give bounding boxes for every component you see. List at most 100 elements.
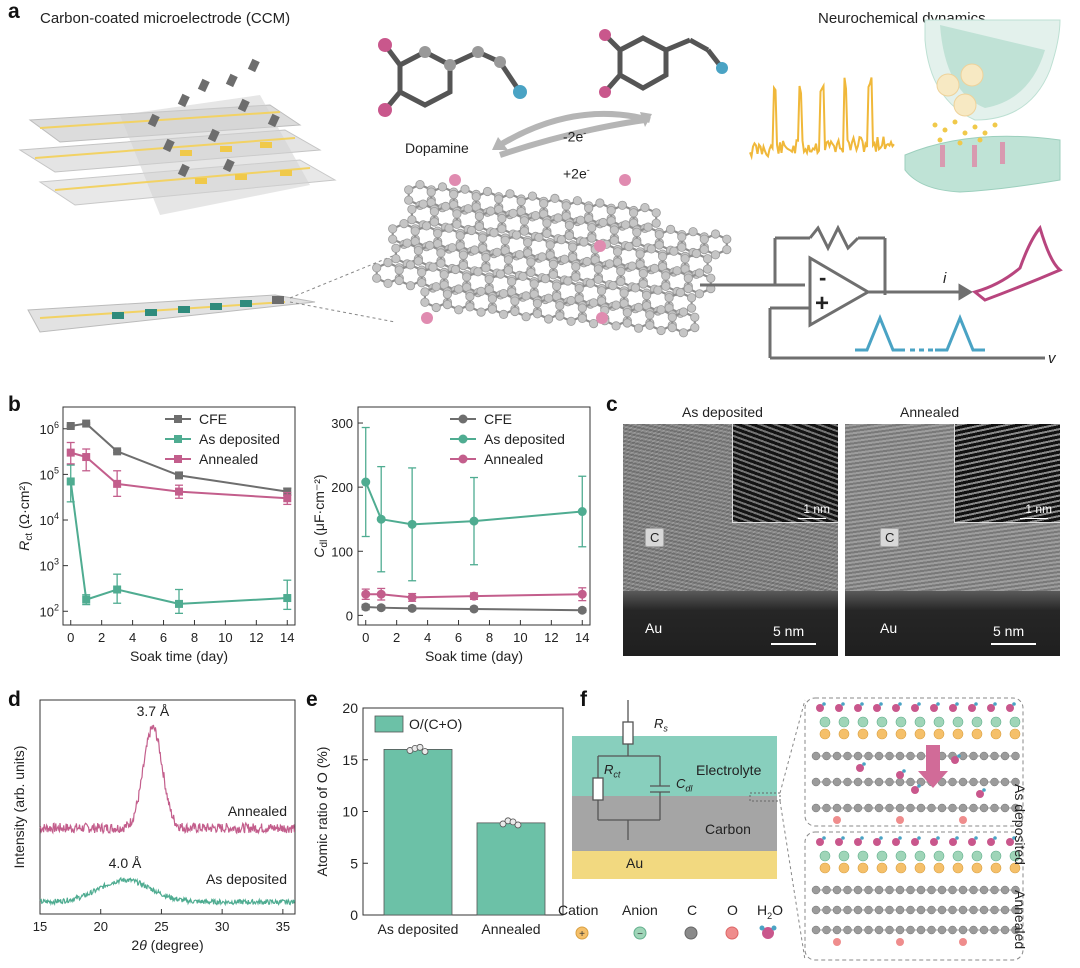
carbon-atom <box>540 274 551 284</box>
data-point <box>376 589 386 599</box>
carbon-atom <box>969 905 978 915</box>
carbon-atom <box>843 905 852 915</box>
x-tick-label: 6 <box>455 630 462 645</box>
anion <box>990 850 1002 862</box>
water-molecule <box>987 838 995 846</box>
data-point <box>376 514 386 524</box>
carbon-atom <box>677 242 687 252</box>
carbon-atom <box>593 264 603 274</box>
carbon-atom <box>624 242 634 252</box>
carbon-atom <box>436 258 446 268</box>
carbon-atom <box>372 273 382 283</box>
carbon-atom <box>537 252 547 262</box>
carbon-atom <box>822 925 831 935</box>
carbon-atom <box>958 925 968 935</box>
x-tick-label: 2 <box>98 630 105 645</box>
carbon-atom <box>620 220 631 230</box>
carbon-atom <box>832 905 842 915</box>
carbon-atom <box>463 204 473 214</box>
carbon-atom <box>503 265 513 275</box>
carbon-atom <box>874 885 884 895</box>
water-h <box>862 762 866 766</box>
carbon-atom <box>874 925 884 935</box>
carbon-atom <box>617 200 628 210</box>
carbon-atom <box>437 182 448 192</box>
xrd-trace-as-deposited <box>39 876 295 907</box>
carbon-atom <box>895 751 905 761</box>
series-line <box>69 481 288 605</box>
carbon-atom <box>497 224 507 234</box>
data-point <box>66 477 75 486</box>
carbon-atom <box>832 885 842 895</box>
cation <box>952 862 964 874</box>
water-molecule <box>968 704 976 712</box>
carbon-atom <box>633 323 644 333</box>
carbon-atom <box>550 193 560 203</box>
carbon-atom <box>885 803 894 813</box>
water-h <box>957 754 961 758</box>
water-h <box>841 836 845 840</box>
data-point <box>361 589 371 599</box>
carbon-atom <box>556 235 567 245</box>
carbon-atom <box>948 885 957 895</box>
side-label-as-deposited: As deposited <box>1012 784 1028 865</box>
cation <box>990 728 1002 740</box>
carbon-atom <box>675 287 686 298</box>
carbon-atom <box>990 925 999 935</box>
carbon-atom <box>473 267 483 277</box>
y-tick-label: 105 <box>40 465 59 482</box>
tem-title-left: As deposited <box>682 404 763 420</box>
side-label-annealed: Annealed <box>1012 890 1028 950</box>
amp-plus: + <box>815 290 830 317</box>
carbon-atom <box>937 803 947 813</box>
carbon-atom <box>843 925 852 935</box>
carbon-atom <box>481 252 491 263</box>
anion <box>914 850 926 862</box>
carbon-atom <box>979 777 989 787</box>
carbon-atom <box>958 885 968 895</box>
carbon-atom <box>542 228 552 239</box>
carbon-atom <box>462 272 472 282</box>
carbon-atom <box>885 751 894 761</box>
panel-f-illustration: + − <box>572 697 1024 961</box>
carbon-atom <box>585 278 596 288</box>
scale-bar-label: 5 nm <box>993 623 1025 639</box>
water-h <box>1012 702 1016 706</box>
data-point <box>469 516 479 526</box>
x-tick-label: 14 <box>575 630 589 645</box>
water-h <box>936 836 940 840</box>
panel-label-a: a <box>8 0 20 23</box>
carbon-atom <box>529 279 539 289</box>
carbon-atom <box>532 298 543 308</box>
data-point <box>283 494 292 503</box>
water-h <box>898 836 902 840</box>
series-annealed <box>66 441 292 506</box>
carbon-atom <box>853 885 863 895</box>
carbon-atom <box>948 925 957 935</box>
series-label: As deposited <box>206 871 287 887</box>
legend-label: As deposited <box>199 431 280 447</box>
carbon-atom <box>885 905 894 915</box>
legend-cation: Cation <box>558 902 599 918</box>
carbon-atom <box>864 777 873 787</box>
x-axis-label: Soak time (day) <box>130 648 228 664</box>
water-h <box>841 702 845 706</box>
water-h <box>898 702 902 706</box>
water-h <box>917 784 921 788</box>
inset-scale-label: 1 nm <box>803 502 830 516</box>
carbon-atom <box>465 302 475 312</box>
carbon-atom <box>1011 751 1020 761</box>
carbon-atom <box>1000 777 1010 787</box>
x-tick-label: As deposited <box>378 921 459 937</box>
cation <box>819 728 831 740</box>
carbon-atom <box>969 751 978 761</box>
carbon-atom <box>864 925 873 935</box>
panel-label-b: b <box>8 393 21 416</box>
cation <box>933 728 945 740</box>
carbon-atom <box>632 238 642 248</box>
carbon-atom <box>635 249 645 259</box>
electrolyte-layer <box>572 736 777 796</box>
carbon-atom <box>990 885 999 895</box>
y-tick-label: 300 <box>331 416 353 431</box>
water-molecule <box>835 704 843 712</box>
